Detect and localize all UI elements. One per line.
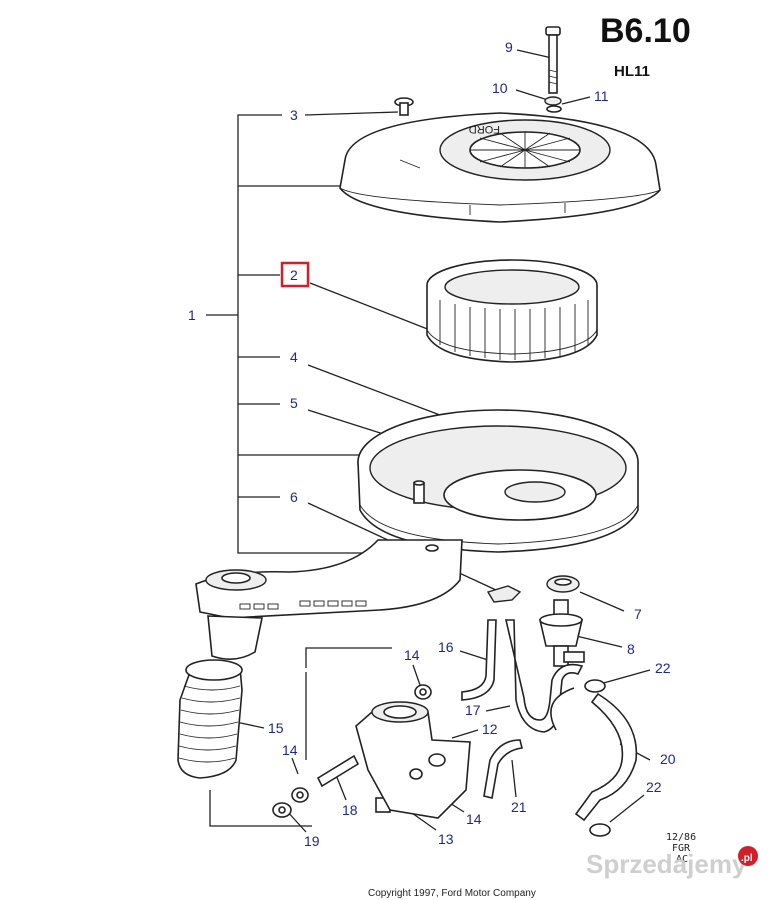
hoses — [461, 619, 638, 822]
callout-7: 7 — [634, 606, 642, 622]
clip-6 — [486, 585, 522, 603]
stud-bolt-9 — [545, 26, 561, 94]
callout-14-left: 14 — [282, 742, 298, 758]
callout-18: 18 — [342, 802, 358, 818]
intake-snorkel — [195, 539, 463, 660]
air-cleaner-cover: FORD — [339, 112, 661, 223]
valve-8 — [538, 599, 585, 667]
callout-8: 8 — [627, 641, 635, 657]
callout-4: 4 — [290, 349, 298, 365]
watermark-text: Sprzedajemy — [586, 849, 747, 879]
callout-13: 13 — [438, 831, 454, 847]
callout-1: 1 — [188, 307, 196, 323]
diagram-model: HL11 — [614, 63, 650, 80]
watermark-suffix: .pl — [741, 853, 753, 864]
callout-14-top: 14 — [404, 647, 420, 663]
callout-12: 12 — [482, 721, 498, 737]
callout-21: 21 — [511, 799, 527, 815]
callout-20: 20 — [660, 751, 676, 767]
screw-3 — [394, 97, 414, 116]
callout-15: 15 — [268, 720, 284, 736]
callout-22-bottom: 22 — [646, 779, 662, 795]
copyright: Copyright 1997, Ford Motor Company — [368, 888, 536, 899]
callout-19: 19 — [304, 833, 320, 849]
callout-22-top: 22 — [655, 660, 671, 676]
hose-clips-22 — [584, 679, 611, 837]
washer-10 — [544, 96, 562, 106]
diagram-code: B6.10 — [600, 12, 691, 50]
assembly-bracket — [206, 114, 378, 554]
drawing-stamp: 12/86 FGR AC — [666, 832, 696, 865]
callout-2-highlight — [280, 261, 310, 288]
filter-element — [426, 259, 598, 363]
corrugated-hose-15 — [177, 659, 243, 779]
cover-lettering: FORD — [469, 123, 500, 135]
callout-16: 16 — [438, 639, 454, 655]
callout-9: 9 — [505, 39, 513, 55]
watermark-badge — [738, 846, 758, 866]
callout-labels: 1 2 3 4 5 6 7 8 9 10 11 12 13 14 14 14 1… — [188, 39, 676, 849]
watermark: Sprzedajemy .pl — [586, 846, 758, 879]
callout-2: 2 — [290, 267, 298, 283]
nut-11 — [546, 105, 562, 113]
callout-11: 11 — [594, 88, 609, 104]
callout-10: 10 — [492, 80, 508, 96]
callout-5: 5 — [290, 395, 298, 411]
adaptor-12 — [355, 701, 471, 819]
callout-17: 17 — [465, 702, 481, 718]
callout-6: 6 — [290, 489, 298, 505]
callout-14-right: 14 — [466, 811, 482, 827]
grommet-7 — [546, 575, 580, 593]
callout-3: 3 — [290, 107, 298, 123]
stamp-line-3: AC — [676, 854, 688, 865]
stamp-line-1: 12/86 — [666, 832, 696, 843]
stamp-line-2: FGR — [672, 843, 691, 854]
air-cleaner-body — [357, 409, 639, 553]
